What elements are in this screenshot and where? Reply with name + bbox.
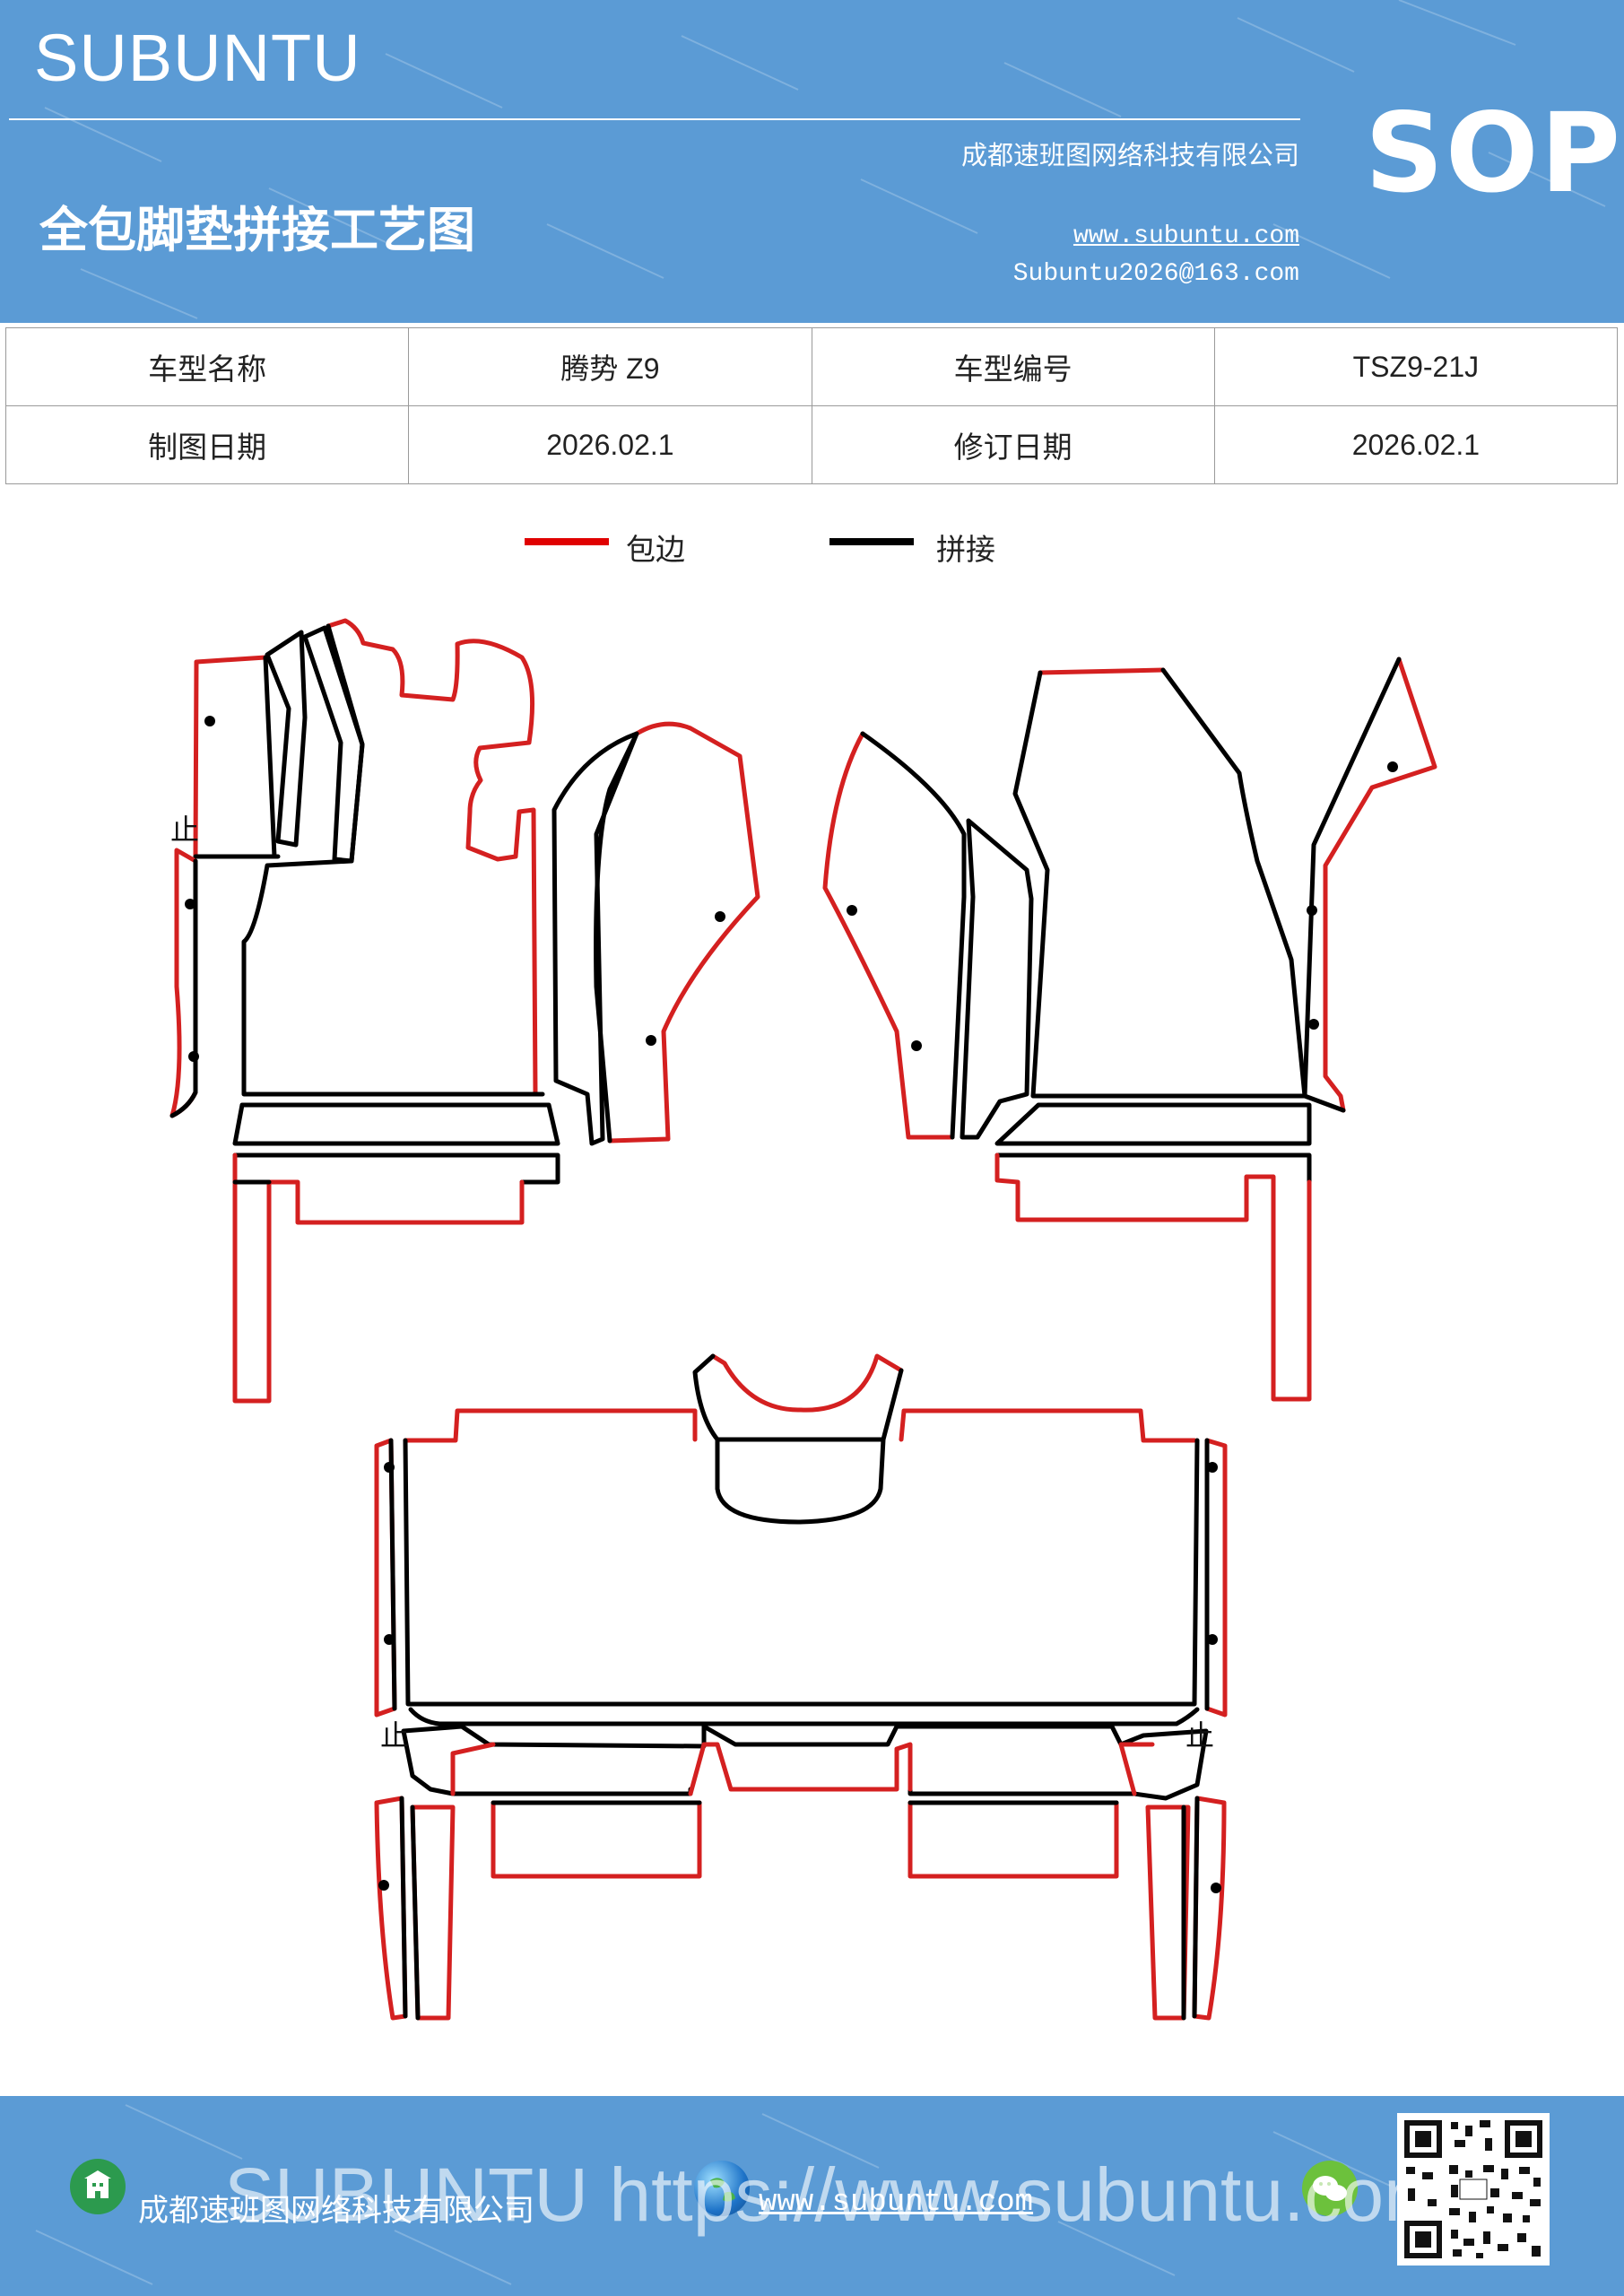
heel-pad-seam	[193, 655, 281, 859]
rear-main-seam	[403, 1438, 1200, 1707]
stop-mark-label: 止	[380, 1718, 409, 1752]
side-strip-seam	[169, 858, 198, 1118]
bottom-bar-edge	[994, 1152, 1312, 1402]
legend-label-seam: 拼接	[936, 532, 995, 567]
tunnel-edge	[710, 1353, 904, 1413]
table-label-cell: 车型编号	[811, 327, 1215, 406]
company-name: 成都速班图网络科技有限公司	[960, 140, 1299, 170]
rear-floor-seam	[408, 1707, 1200, 1726]
stop-mark-label: 止	[170, 813, 199, 847]
rear-rect-edge	[491, 1800, 702, 1879]
footer-watermark-banner: SUBUNTU https://www.subuntu.com	[224, 2152, 1447, 2237]
side-piece-edge	[822, 731, 955, 1140]
rear-side-edge	[1204, 1438, 1228, 1718]
rear-lower-side-seam	[410, 1805, 421, 2021]
rear-bottom-edge	[450, 1742, 1155, 1796]
pillar-strip-seam	[551, 731, 639, 1146]
main-mat-edge	[326, 618, 538, 1097]
legend-swatch-edge	[525, 538, 609, 545]
table-row: 制图日期 2026.02.1 修订日期 2026.02.1	[4, 405, 1619, 484]
rear-lower-side-edge	[374, 1796, 408, 2021]
side-strip-seam	[1302, 657, 1402, 1113]
tunnel-seam	[692, 1353, 904, 1525]
rear-rect-edge	[908, 1800, 1119, 1879]
pillar-mat-edge	[607, 721, 760, 1144]
table-value-cell: 2026.02.1	[1213, 405, 1619, 484]
sop-badge: SOP	[1365, 90, 1622, 217]
table-label-cell: 修订日期	[811, 405, 1215, 484]
rear-lower-side-seam	[399, 1796, 408, 2019]
rear-side-seam	[388, 1438, 397, 1711]
legend-swatch-seam	[829, 538, 914, 545]
table-row: 车型名称 腾势 Z9 车型编号 TSZ9-21J	[4, 327, 1619, 406]
website-link[interactable]: www.subuntu.com	[1073, 222, 1299, 250]
table-value-cell: 腾势 Z9	[408, 327, 812, 406]
bottom-bar-seam	[232, 1152, 560, 1185]
rear-mat-group	[374, 1353, 1228, 2021]
bottom-bar-seam	[994, 1102, 1312, 1146]
footer-company-name: 成都速班图网络科技有限公司	[138, 2193, 534, 2229]
qr-code[interactable]	[1397, 2113, 1550, 2266]
heel-pad-edge	[193, 655, 268, 859]
contact-email[interactable]: Subuntu2026@163.com	[1012, 260, 1299, 288]
rear-main-edge	[403, 1408, 1197, 1443]
rear-lower-side-seam	[1192, 1796, 1200, 2019]
side-piece-seam	[860, 731, 967, 1140]
rear-lower-side-edge	[1192, 1796, 1227, 2021]
stop-mark-label: 止	[1185, 1718, 1214, 1752]
left-front-mat-group	[169, 618, 760, 1404]
table-label-cell: 车型名称	[4, 327, 410, 406]
legend-label-edge: 包边	[626, 532, 685, 567]
brand-name: SUBUNTU	[34, 21, 361, 95]
pillar-mat-seam	[594, 731, 639, 1144]
inner-strip-seam	[960, 818, 1034, 1140]
side-strip-edge	[1323, 657, 1437, 1113]
table-value-cell: 2026.02.1	[408, 405, 812, 484]
vehicle-info-table: 车型名称 腾势 Z9 车型编号 TSZ9-21J 制图日期 2026.02.1 …	[4, 327, 1619, 484]
header-divider	[9, 118, 1300, 120]
bottom-bar-seam	[232, 1102, 560, 1146]
qr-code-image	[1404, 2120, 1542, 2258]
footer-band: 成都速班图网络科技有限公司 www.subuntu.com SUBUNTU ht…	[0, 2096, 1624, 2296]
building-icon	[70, 2159, 126, 2214]
main-mat-seam	[1012, 667, 1307, 1099]
right-front-mat-group	[822, 657, 1437, 1402]
bottom-bar-seam	[994, 1152, 1312, 1185]
main-mat-seam	[241, 623, 545, 1097]
document-title: 全包脚垫拼接工艺图	[39, 201, 475, 258]
header-band: SUBUNTU 全包脚垫拼接工艺图 成都速班图网络科技有限公司 www.subu…	[0, 0, 1624, 323]
table-value-cell: TSZ9-21J	[1213, 327, 1619, 406]
side-strip-edge	[169, 848, 198, 1118]
globe-icon	[694, 2161, 750, 2216]
bottom-bar-edge	[232, 1152, 525, 1404]
fastener-dots	[185, 716, 1398, 1893]
table-label-cell: 制图日期	[4, 405, 410, 484]
strip-seam	[265, 630, 308, 848]
main-mat-edge	[1038, 667, 1166, 675]
footer-website-link[interactable]: www.subuntu.com	[759, 2186, 1034, 2220]
floor-mat-diagram: 止 止 止	[169, 618, 1437, 2021]
wechat-icon	[1302, 2161, 1358, 2216]
legend: 包边 拼接	[0, 520, 1624, 574]
